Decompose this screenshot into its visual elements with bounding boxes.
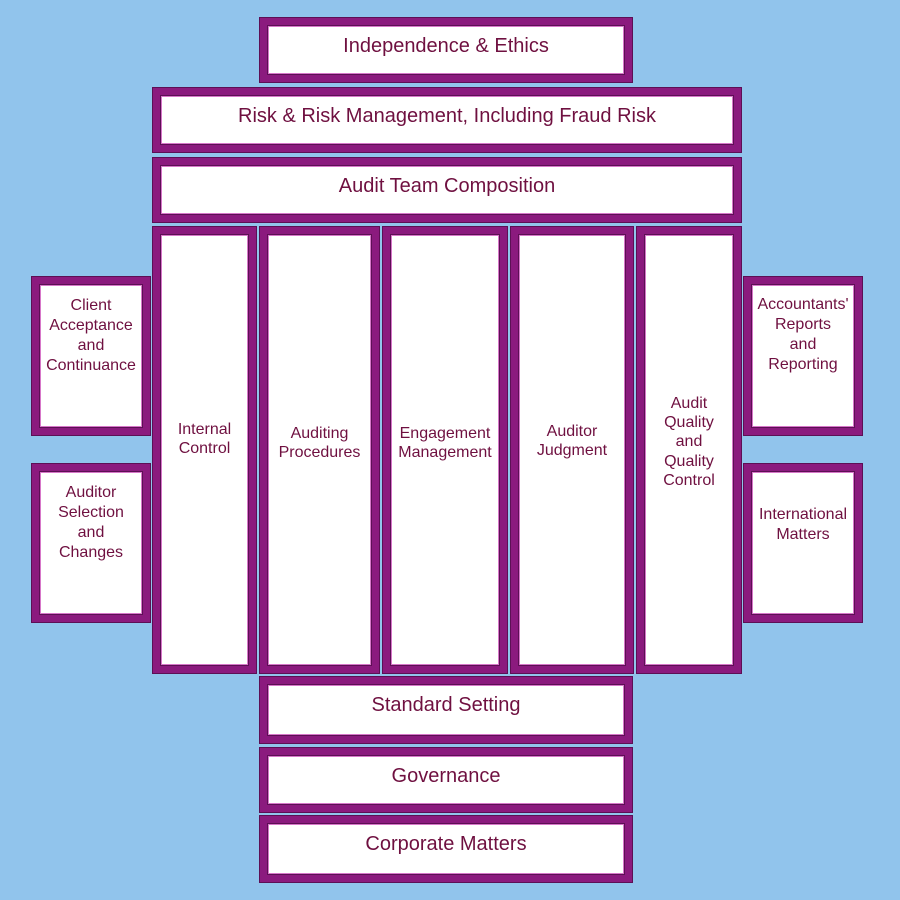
audit-team-composition-label: Audit Team Composition (338, 175, 556, 197)
accountants-reports-label: Accountants' Reports and Reporting (757, 296, 849, 373)
accountants-reports-box: Accountants' Reports and Reporting (744, 277, 862, 435)
audit-quality-column: Audit Quality and Quality Control (637, 227, 741, 673)
standard-setting-label: Standard Setting (371, 694, 521, 716)
independence-ethics-box: Independence & Ethics (260, 18, 632, 82)
risk-management-label: Risk & Risk Management, Including Fraud … (238, 105, 656, 127)
auditor-selection-label: Auditor Selection and Changes (58, 484, 124, 561)
international-matters-label: International Matters (758, 506, 848, 543)
audit-quality-label: Audit Quality and Quality Control (663, 395, 715, 489)
risk-management-box: Risk & Risk Management, Including Fraud … (153, 88, 741, 152)
auditor-judgment-label: Auditor Judgment (536, 423, 608, 460)
internal-control-column: Internal Control (153, 227, 256, 673)
internal-control-label: Internal Control (177, 421, 232, 458)
international-matters-box: International Matters (744, 464, 862, 622)
engagement-management-column: Engagement Management (383, 227, 507, 673)
auditing-procedures-column: Auditing Procedures (260, 227, 379, 673)
auditor-judgment-column: Auditor Judgment (511, 227, 633, 673)
engagement-management-label: Engagement Management (398, 425, 492, 462)
corporate-matters-box: Corporate Matters (260, 816, 632, 882)
auditing-procedures-label: Auditing Procedures (278, 425, 361, 462)
auditor-selection-box: Auditor Selection and Changes (32, 464, 150, 622)
independence-ethics-label: Independence & Ethics (343, 35, 549, 57)
governance-label: Governance (391, 765, 501, 787)
corporate-matters-label: Corporate Matters (365, 833, 527, 855)
audit-team-composition-box: Audit Team Composition (153, 158, 741, 222)
client-acceptance-box: Client Acceptance and Continuance (32, 277, 150, 435)
standard-setting-box: Standard Setting (260, 677, 632, 743)
client-acceptance-label: Client Acceptance and Continuance (46, 297, 136, 374)
governance-box: Governance (260, 748, 632, 812)
